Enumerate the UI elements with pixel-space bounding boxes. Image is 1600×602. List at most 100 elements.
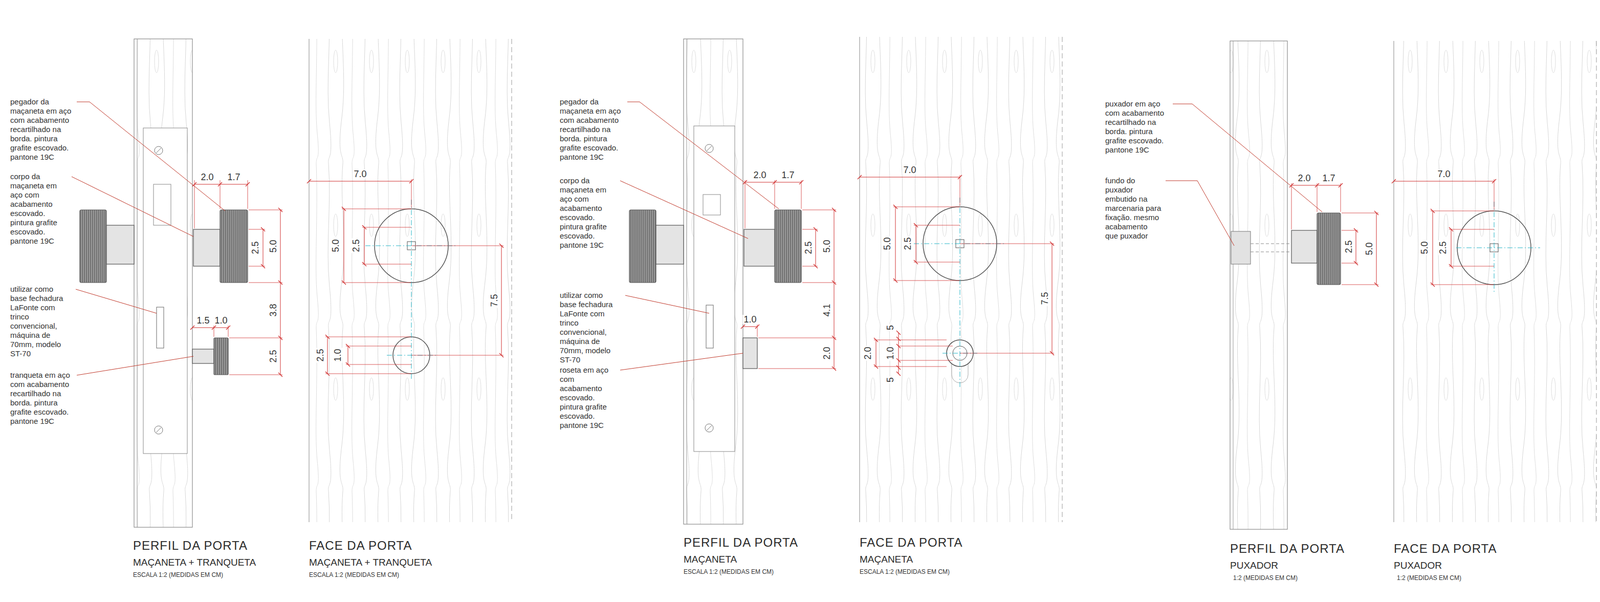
handle-part [629,209,802,369]
dimension-line [194,180,195,229]
scale-note: ESCALA 1:2 (MEDIDAS EM CM) [309,571,400,579]
scale-note: ESCALA 1:2 (MEDIDAS EM CM) [133,571,224,579]
view-subtitle: MAÇANETA + TRANQUETA [309,556,432,568]
dimension-line [262,229,264,267]
center-line [1456,201,1541,294]
dimension-line [802,229,818,230]
view-subtitle: MAÇANETA [859,553,913,565]
callout-note: fundo do puxador embutido na marcenaria … [1105,176,1162,241]
dimension-line [192,180,283,375]
dimension-value: 2.5 [250,239,260,255]
door-profile [156,427,162,433]
handle-part [213,337,229,375]
door-profile [134,38,193,528]
dimension-value: 7.0 [902,165,917,175]
dimension-line [802,282,837,283]
door-face [309,38,512,522]
door-face [309,38,310,522]
dimension-line [411,179,412,208]
dimension-value: 1.7 [780,170,796,180]
door-profile [683,38,743,524]
view-title: PERFIL DA PORTA [683,535,799,550]
dimension-line [757,324,758,337]
dimension-value: 2.5 [803,239,814,255]
view-title: FACE DA PORTA [859,535,963,550]
view-subtitle: MAÇANETA + TRANQUETA [133,556,256,568]
dimension-value: 5.0 [882,235,892,251]
dimension-line [959,174,961,206]
dimension-value: 2.5 [268,348,278,364]
door-profile [156,307,164,348]
handle-part [1291,212,1341,285]
door-profile [693,125,735,452]
dimension-line [327,336,328,374]
leader-line [1172,103,1323,212]
handle-part [742,337,758,369]
dimension-value: 2.5 [315,347,325,363]
callout-note: utilizar como base fechadura LaFonte com… [559,290,622,365]
dimension-line [347,345,349,365]
leader-line [627,101,779,209]
dimension-line [345,345,412,347]
dimension-line [309,179,504,374]
dimension-line [501,245,502,356]
handle-part [79,209,107,283]
dimension-line [915,225,917,262]
dimension-line [815,229,817,267]
dimension-line [229,337,283,339]
dimension-line [192,327,229,328]
door-face [1596,40,1597,522]
door-profile [1250,243,1292,245]
dimension-line [341,282,412,283]
dimension-line [742,326,758,327]
dimension-value: 2.5 [1344,238,1354,254]
dimension-line [913,261,960,263]
view-subtitle: MAÇANETA [683,553,737,565]
door-face [511,38,513,522]
dimension-line [758,368,837,369]
leader-line [620,101,779,370]
handle-part [106,225,135,265]
scale-note: 1:2 (MEDIDAS EM CM) [1396,574,1462,582]
handle-part [629,209,656,283]
handle-part [193,229,221,267]
leader-line [1165,180,1235,246]
dimension-line [411,355,504,356]
dimension-value: 7.5 [1040,290,1050,306]
door-profile [706,304,714,348]
dimension-line [1393,181,1495,182]
leader-line [76,101,226,211]
dimension-value: 2.0 [1296,173,1312,183]
door-profile [1231,231,1251,265]
dimension-line [1291,183,1379,285]
dimension-line [248,229,266,230]
dimension-line [1341,212,1379,214]
dimension-line [1291,185,1341,186]
dimension-value: 5.0 [1364,240,1374,256]
dimension-value: 3.8 [268,302,278,318]
dimension-line [834,209,835,369]
dimension-line [774,180,776,209]
dimension-value: 5.0 [268,238,278,254]
door-profile [1230,40,1288,530]
view-title: PERFIL DA PORTA [133,538,248,553]
dimension-line [1291,183,1292,230]
callout-note: puxador em aço com acabamento recartilha… [1105,99,1170,155]
dimension-line [1341,284,1379,286]
door-profile [706,145,712,151]
scale-note: 1:2 (MEDIDAS EM CM) [1233,574,1298,582]
dimension-value: 2.5 [351,237,361,253]
dimension-line [859,174,1055,374]
dimension-line [325,336,412,338]
dimension-line [362,264,412,265]
handle-part [774,209,802,283]
dimension-value: 1.0 [213,315,229,325]
dimension-value: 7.5 [489,292,499,308]
dimension-line [280,209,281,375]
dimension-line [411,245,504,247]
door-face [859,36,861,522]
dimension-line [248,266,266,267]
dimension-value: 5.0 [331,237,341,253]
dimension-value: 5.0 [822,238,832,254]
